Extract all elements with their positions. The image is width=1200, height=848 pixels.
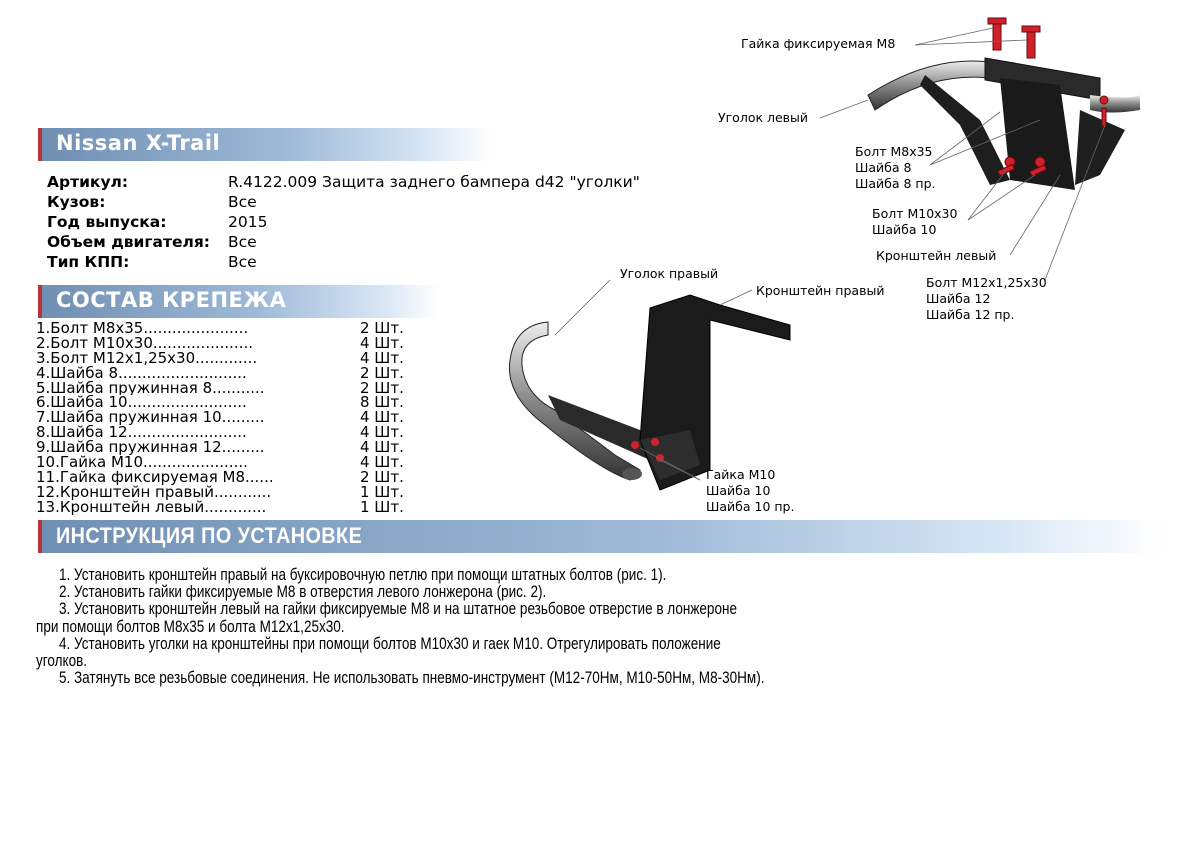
instruction-step: 2. Установить гайки фиксируемые М8 в отв… [58,583,547,602]
info-label: Кузов: [47,193,106,211]
instruction-step: 3. Установить кронштейн левый на гайки ф… [58,600,737,619]
label-line: Шайба 10 пр. [706,499,795,514]
info-value: Все [228,233,257,251]
part-name: 4.Шайба 8........................... [36,365,247,381]
parts-list-item: 11.Гайка фиксируемая М8...... 2 Шт. [36,467,404,486]
label-line: Шайба 10 [872,222,937,237]
instruction-step-cont: уголков. [36,652,88,671]
leader-lines [554,27,1106,481]
label-bracket-right: Кронштейн правый [756,283,885,298]
part-qty: 4 Шт. [360,453,404,472]
info-row: Объем двигателя: Все [47,232,640,252]
page-title: Nissan X-Trail [56,131,221,155]
part-name: 10.Гайка М10...................... [36,455,248,470]
part-name: 12.Кронштейн правый............ [36,484,272,500]
part-qty: 4 Шт. [360,348,404,367]
product-info: Артикул: R.4122.009 Защита заднего бампер… [47,172,640,272]
part-name: 5.Шайба пружинная 8........... [36,380,265,396]
parts-list-item: 2.Болт М10х30..................... 4 Шт. [36,333,404,352]
part-name: 6.Шайба 10......................... [36,395,247,411]
info-value: Все [228,253,257,271]
info-row: Год выпуска: 2015 [47,212,640,232]
info-value: 2015 [228,213,268,231]
info-value: R.4122.009 Защита заднего бампера d42 "у… [228,173,640,191]
part-qty: 4 Шт. [360,333,404,352]
label-line: Болт М8х35 [855,144,933,159]
fastener-icons [987,17,1109,177]
parts-list-item: 8.Шайба 12......................... 4 Шт. [36,425,404,440]
info-row: Кузов: Все [47,192,640,212]
parts-list-item: 3.Болт М12х1,25х30............. 4 Шт. [36,348,404,367]
part-name: 11.Гайка фиксируемая М8...... [36,469,274,485]
label-line: Шайба 8 пр. [855,176,936,191]
part-name: 8.Шайба 12......................... [36,425,247,441]
part-name: 9.Шайба пружинная 12......... [36,440,265,456]
label-bracket-left: Кронштейн левый [876,248,997,263]
instruction-step-cont: при помощи болтов М8х35 и болта М12х1,25… [36,617,345,636]
title-bar: Nissan X-Trail [38,128,491,161]
parts-list-item: 6.Шайба 10......................... 8 Шт. [36,395,404,410]
info-label: Артикул: [47,173,129,191]
parts-section-title: СОСТАВ КРЕПЕЖА [56,288,287,312]
parts-list-item: 12.Кронштейн правый............ 1 Шт. [36,482,404,501]
label-corner-left: Уголок левый [718,110,809,125]
label-line: Гайка М10 [706,467,776,482]
label-line: Шайба 8 [855,160,912,175]
part-name: 1.Болт М8х35...................... [36,321,249,336]
instruction-step: 1. Установить кронштейн правый на буксир… [58,566,667,584]
label-line: Шайба 10 [706,483,771,498]
parts-section-bar: СОСТАВ КРЕПЕЖА [38,285,439,318]
instruction-step: 5. Затянуть все резьбовые соединения. Не… [58,669,765,688]
part-qty: 2 Шт. [360,467,404,486]
part-qty: 2 Шт. [360,363,404,382]
label-nut-m8: Гайка фиксируемая М8 [741,36,896,51]
label-line: Шайба 12 пр. [926,307,1015,322]
parts-list-item: 10.Гайка М10...................... 4 Шт. [36,455,404,470]
info-label: Тип КПП: [47,253,130,271]
part-name: 3.Болт М12х1,25х30............. [36,350,258,366]
info-row: Артикул: R.4122.009 Защита заднего бампер… [47,172,640,192]
info-row: Тип КПП: Все [47,252,640,272]
parts-list-item: 7.Шайба пружинная 10......... 4 Шт. [36,410,404,425]
label-line: Болт М10х30 [872,206,958,221]
part-qty: 2 Шт. [360,319,404,337]
instructions-section-title: ИНСТРУКЦИЯ ПО УСТАНОВКЕ [56,523,363,548]
part-name: 2.Болт М10х30..................... [36,335,253,351]
instructions-section-bar: ИНСТРУКЦИЯ ПО УСТАНОВКЕ [38,520,1164,553]
part-name: 7.Шайба пружинная 10......... [36,410,265,426]
parts-list-item: 4.Шайба 8........................... 2 Шт… [36,363,404,382]
part-qty: 4 Шт. [360,423,404,442]
right-corner-illustration [508,294,791,491]
part-qty: 4 Шт. [360,408,404,427]
label-line: Болт М12х1,25х30 [926,275,1047,290]
part-name: 13.Кронштейн левый............. [36,499,267,515]
part-qty: 1 Шт. [360,482,404,501]
left-corner-illustration [867,57,1140,190]
label-line: Шайба 12 [926,291,991,306]
parts-list-item: 9.Шайба пружинная 12......... 4 Шт. [36,440,404,455]
label-corner-right: Уголок правый [620,266,719,281]
info-label: Год выпуска: [47,213,167,231]
parts-list-item: 1.Болт М8х35...................... 2 Шт. [36,321,404,336]
part-qty: 8 Шт. [360,393,404,412]
parts-list-item: 13.Кронштейн левый............. 1 Шт. [36,497,404,516]
instruction-step: 4. Установить уголки на кронштейны при п… [58,634,721,653]
parts-list-item: 5.Шайба пружинная 8........... 2 Шт. [36,378,404,397]
part-qty: 1 Шт. [360,497,404,516]
parts-list: 1.Болт М8х35......................2 Шт.2… [36,321,404,515]
info-label: Объем двигателя: [47,233,210,251]
part-qty: 2 Шт. [360,378,404,397]
instructions-list: 1. Установить кронштейн правый на буксир… [36,566,1118,688]
info-value: Все [228,193,257,211]
part-qty: 4 Шт. [360,438,404,457]
